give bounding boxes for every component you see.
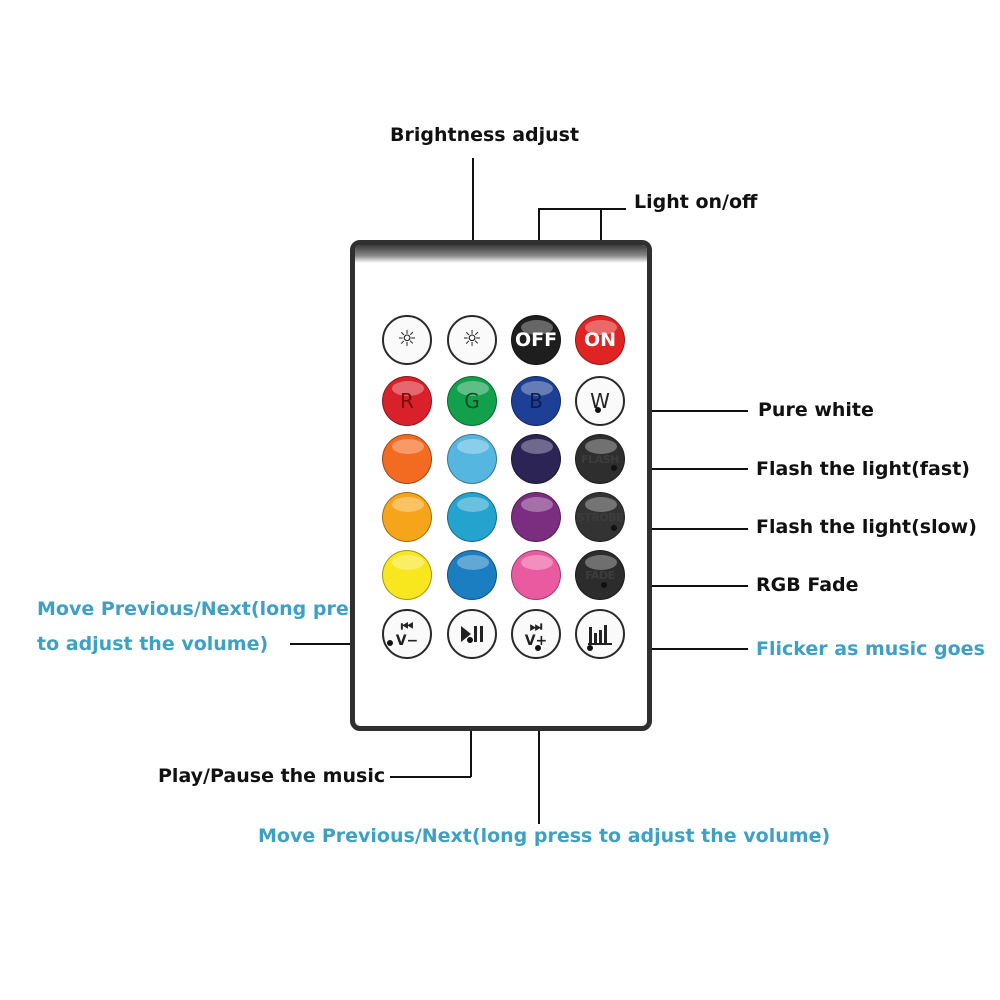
off-button-label: OFF xyxy=(514,329,558,351)
flash-button[interactable]: FLASH xyxy=(575,434,625,484)
strobe-button-label: STROBE xyxy=(576,510,624,524)
pure-white-leader-dot xyxy=(595,407,601,413)
flash-slow-leader-dot xyxy=(611,525,617,531)
play-pause-leader-dot xyxy=(467,637,473,643)
move-prev-next-bottom-label: Move Previous/Next(long press to adjust … xyxy=(258,825,831,847)
brightness-up-icon: ☼ xyxy=(462,327,482,352)
red-button[interactable]: R xyxy=(382,376,432,426)
on-button[interactable]: ON xyxy=(575,315,625,365)
prev-leader-dot xyxy=(387,640,393,646)
amber-button[interactable] xyxy=(382,492,432,542)
play-pause-leader-horizontal xyxy=(390,776,471,778)
flash-slow-leader xyxy=(614,528,748,530)
light-blue-button[interactable] xyxy=(447,434,497,484)
flash-fast-leader xyxy=(614,468,748,470)
rgb-fade-leader-dot xyxy=(601,582,607,588)
medium-blue-button[interactable] xyxy=(447,550,497,600)
dark-indigo-button[interactable] xyxy=(511,434,561,484)
purple-button[interactable] xyxy=(511,492,561,542)
move-prev-next-left-label: Move Previous/Next(long press to adjust … xyxy=(37,592,371,662)
orange-red-button[interactable] xyxy=(382,434,432,484)
green-button-label: G xyxy=(464,389,480,413)
remote-top-bevel xyxy=(355,245,647,263)
move-prev-next-left-line1: Move Previous/Next(long press xyxy=(37,598,372,620)
red-button-label: R xyxy=(400,389,414,413)
flash-fast-label: Flash the light(fast) xyxy=(756,458,970,480)
brightness-up-button[interactable]: ☼ xyxy=(447,315,497,365)
flicker-leader xyxy=(590,648,748,650)
off-button[interactable]: OFF xyxy=(511,315,561,365)
blue-button-label: B xyxy=(529,389,543,413)
yellow-button[interactable] xyxy=(382,550,432,600)
previous-volume-down-button[interactable]: ⏮ V− xyxy=(382,609,432,659)
fade-button[interactable]: FADE xyxy=(575,550,625,600)
light-on-off-label: Light on/off xyxy=(634,191,758,213)
rgb-fade-label: RGB Fade xyxy=(756,574,859,596)
cyan-button[interactable] xyxy=(447,492,497,542)
flicker-leader-dot xyxy=(587,645,593,651)
brightness-adjust-label: Brightness adjust xyxy=(390,124,580,146)
flash-button-label: FLASH xyxy=(581,452,619,466)
prev-leader xyxy=(290,643,390,645)
flash-fast-leader-dot xyxy=(611,465,617,471)
pink-button[interactable] xyxy=(511,550,561,600)
pure-white-label: Pure white xyxy=(758,399,874,421)
light-onoff-leader-horizontal xyxy=(538,208,626,210)
brightness-leader-vertical xyxy=(472,158,474,256)
green-button[interactable]: G xyxy=(447,376,497,426)
music-mode-button[interactable] xyxy=(575,609,625,659)
brightness-down-icon: ☼ xyxy=(397,327,417,352)
strobe-button[interactable]: STROBE xyxy=(575,492,625,542)
next-leader-dot xyxy=(535,645,541,651)
pure-white-leader xyxy=(598,410,748,412)
flash-slow-label: Flash the light(slow) xyxy=(756,516,977,538)
on-button-label: ON xyxy=(583,329,617,351)
flicker-music-label: Flicker as music goes xyxy=(756,638,985,660)
play-pause-icon xyxy=(461,626,483,642)
previous-track-icon: ⏮ V− xyxy=(395,619,419,649)
blue-button[interactable]: B xyxy=(511,376,561,426)
brightness-down-button[interactable]: ☼ xyxy=(382,315,432,365)
rgb-fade-leader xyxy=(604,585,748,587)
play-pause-label: Play/Pause the music xyxy=(158,765,386,787)
play-pause-button[interactable] xyxy=(447,609,497,659)
fade-button-label: FADE xyxy=(585,568,615,582)
next-leader-vertical xyxy=(538,648,540,824)
music-equalizer-icon xyxy=(588,625,612,645)
next-volume-up-button[interactable]: ⏭ V+ xyxy=(511,609,561,659)
next-track-icon: ⏭ V+ xyxy=(524,619,548,649)
move-prev-next-left-line2: to adjust the volume) xyxy=(37,633,269,655)
white-button[interactable]: W xyxy=(575,376,625,426)
